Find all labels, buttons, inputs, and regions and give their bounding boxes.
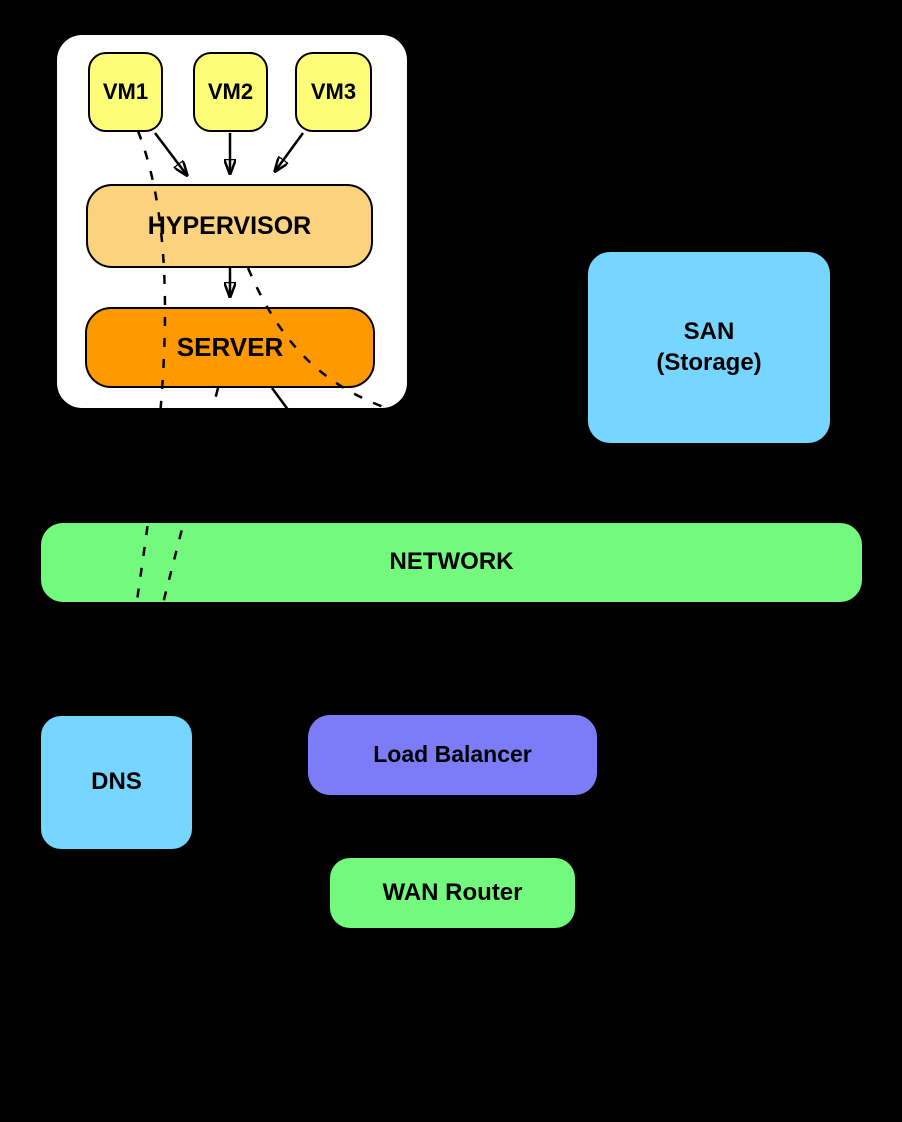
- server-node: SERVER: [85, 307, 375, 388]
- vm3-label: VM3: [310, 78, 357, 104]
- san-label-line1: SAN: [683, 317, 735, 345]
- vm2-label: VM2: [207, 78, 254, 104]
- vm3-node: VM3: [295, 52, 372, 132]
- load-balancer-label: Load Balancer: [373, 741, 532, 768]
- vm1-label: VM1: [102, 78, 149, 104]
- vm1-node: VM1: [88, 52, 163, 132]
- wan-router-node: WAN Router: [330, 858, 575, 928]
- vm2-node: VM2: [193, 52, 268, 132]
- network-bar: NETWORK: [41, 523, 862, 602]
- san-storage-node: SAN (Storage): [588, 252, 830, 443]
- network-label: NETWORK: [389, 548, 514, 576]
- server-label: SERVER: [176, 331, 284, 362]
- wan-router-label: WAN Router: [382, 878, 523, 906]
- dns-node: DNS: [41, 716, 192, 849]
- dns-label: DNS: [91, 768, 142, 796]
- load-balancer-node: Load Balancer: [308, 715, 597, 795]
- san-label-line2: (Storage): [656, 348, 762, 376]
- hypervisor-label: HYPERVISOR: [147, 212, 312, 240]
- hypervisor-node: HYPERVISOR: [86, 184, 373, 268]
